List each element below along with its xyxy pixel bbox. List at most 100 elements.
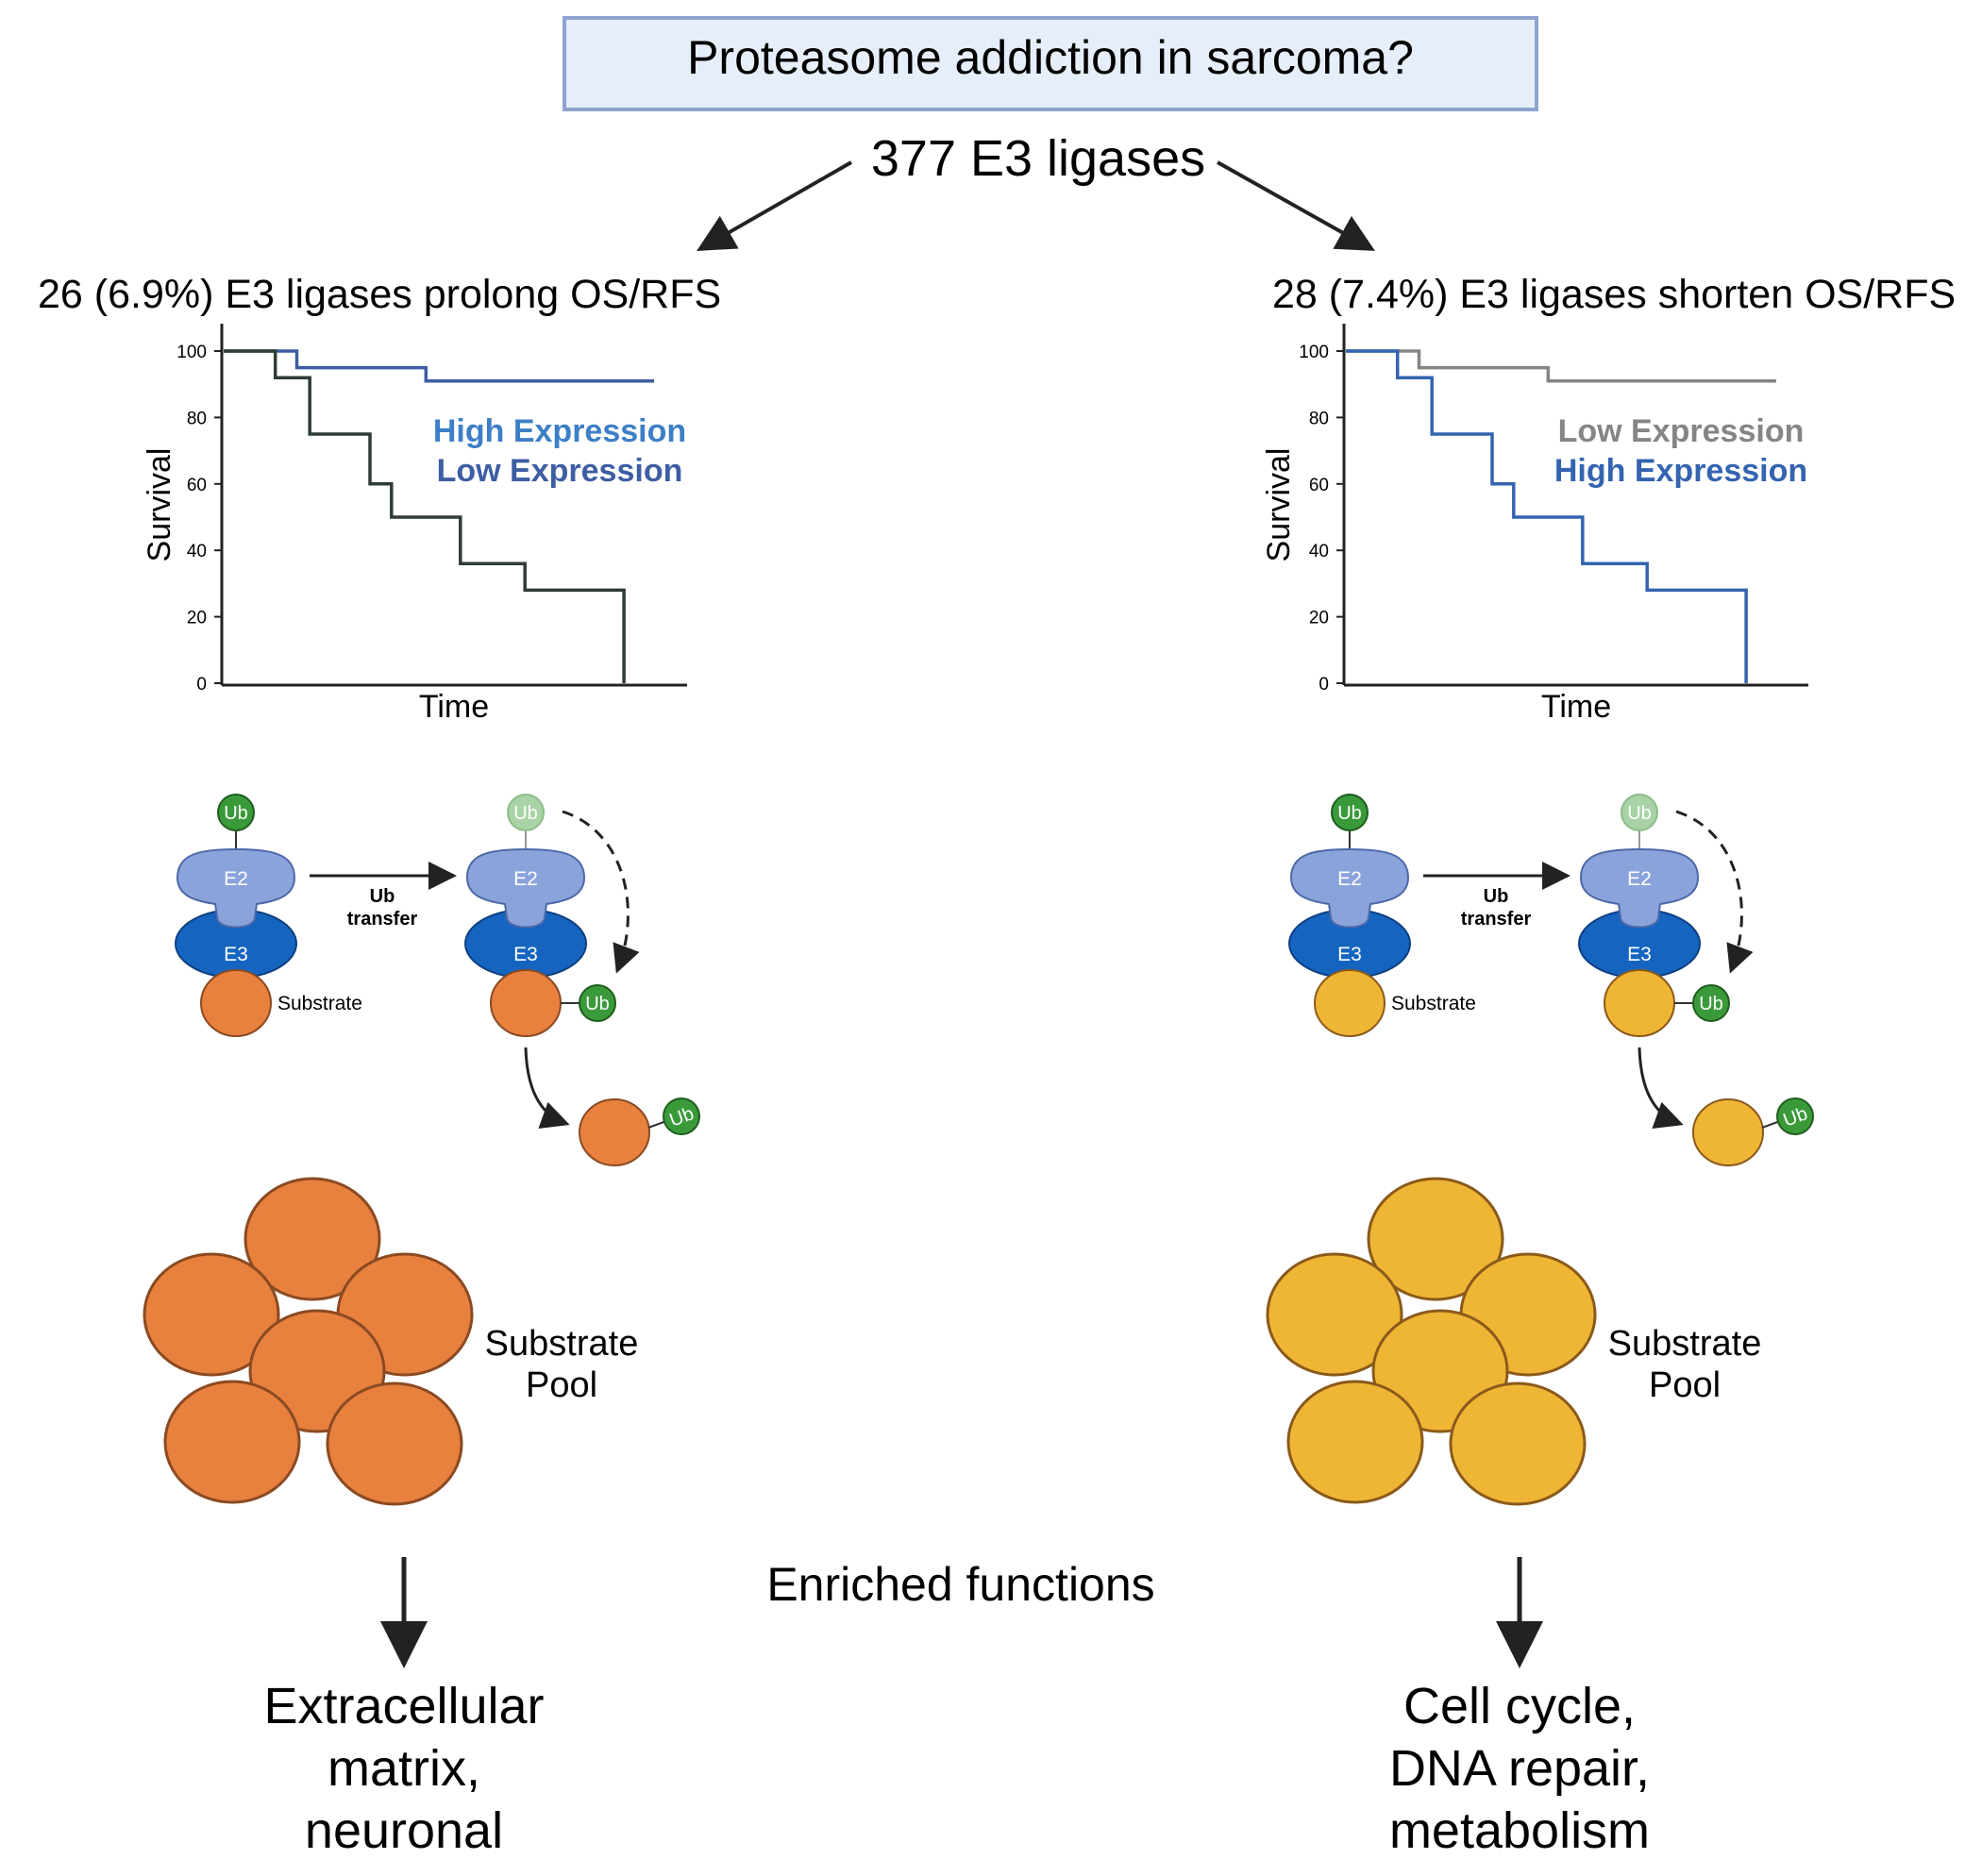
root-label: 377 E3 ligases <box>871 130 1205 187</box>
transfer-label-line1: Ub <box>370 886 395 907</box>
y-tick-label: 100 <box>1299 343 1329 362</box>
ub-label: Ub <box>224 803 248 824</box>
left-complex-before: Ub E2 E3 Substrate <box>175 794 362 1037</box>
right-outcome-line2: DNA repair, <box>1389 1740 1650 1797</box>
left-outcome-line2: matrix, <box>328 1740 480 1797</box>
y-tick-label: 60 <box>187 476 207 495</box>
substrate-shape <box>1604 969 1675 1037</box>
right-outcome-line3: metabolism <box>1389 1802 1650 1859</box>
title-box <box>563 16 1538 111</box>
ub-label: Ub <box>1337 803 1362 824</box>
e2-label: E2 <box>224 868 248 890</box>
y-tick-label: 60 <box>1309 476 1329 495</box>
pool-substrate <box>1286 1380 1424 1504</box>
e2-enzyme-shape <box>1289 847 1410 929</box>
y-tick-label: 40 <box>1309 542 1329 561</box>
ub-faded-icon <box>507 794 545 831</box>
right-complex-before: Ub E2 E3 Substrate <box>1288 794 1476 1037</box>
right-pool-label-line2: Pool <box>1649 1365 1721 1405</box>
left-panel-heading: 26 (6.9%) E3 ligases prolong OS/RFS <box>38 272 721 317</box>
survival-curve-low-expression <box>224 349 626 683</box>
right-y-axis-label: Survival <box>1261 448 1297 562</box>
ub-icon <box>579 984 616 1022</box>
enriched-functions-label: Enriched functions <box>766 1558 1154 1611</box>
pool-substrate <box>1449 1382 1587 1506</box>
right-substrate-pool <box>1266 1177 1597 1506</box>
right-series-group <box>1346 349 1776 683</box>
e3-label: E3 <box>1627 944 1652 965</box>
substrate-label: Substrate <box>1391 993 1476 1014</box>
e2-enzyme-shape <box>1579 847 1700 929</box>
y-tick-label: 80 <box>187 409 207 428</box>
release-arrow <box>1638 1047 1684 1130</box>
e3-label: E3 <box>513 944 538 965</box>
left-pool-label-line2: Pool <box>526 1365 597 1405</box>
left-legend-low: Low Expression <box>437 453 683 489</box>
right-outcome-line1: Cell cycle, <box>1403 1678 1636 1734</box>
transfer-label-line2: transfer <box>347 909 418 930</box>
substrate-shape <box>490 969 562 1037</box>
released-substrate-shape <box>1692 1098 1764 1166</box>
ub-icon <box>1776 1097 1814 1135</box>
left-branch-arrow <box>697 160 852 251</box>
transfer-label-line2: transfer <box>1461 909 1532 930</box>
y-tick-label: 0 <box>1319 675 1329 695</box>
substrate-shape <box>200 969 272 1037</box>
substrate-shape <box>1314 969 1386 1037</box>
e3-label: E3 <box>1337 944 1362 965</box>
right-panel-heading: 28 (7.4%) E3 ligases shorten OS/RFS <box>1272 272 1956 317</box>
e2-label: E2 <box>1337 868 1362 890</box>
y-tick-label: 0 <box>196 675 207 695</box>
transfer-label-line1: Ub <box>1484 886 1509 907</box>
e3-label: E3 <box>224 944 248 965</box>
ub-linker <box>647 1120 667 1129</box>
title-text: Proteasome addiction in sarcoma? <box>687 31 1414 84</box>
e2-enzyme-shape <box>176 847 296 929</box>
ub-faded-icon <box>1621 794 1658 831</box>
release-arrow <box>524 1047 570 1130</box>
y-tick-label: 20 <box>187 609 207 628</box>
left-outcome-line1: Extracellular <box>263 1678 544 1734</box>
right-x-axis-label: Time <box>1541 689 1611 725</box>
survival-curve-high-expression <box>224 349 654 383</box>
ub-faded-label: Ub <box>1627 803 1652 824</box>
ub-dashed-transfer-arrow <box>1675 810 1754 974</box>
e2-enzyme-shape <box>465 847 586 929</box>
e2-label: E2 <box>1627 868 1652 890</box>
pool-substrate <box>163 1380 301 1504</box>
pool-substrate <box>244 1177 381 1301</box>
pool-substrate <box>1367 1177 1504 1301</box>
right-branch-arrow <box>1217 160 1375 251</box>
released-substrate-shape <box>579 1098 650 1166</box>
left-substrate-pool <box>143 1177 474 1506</box>
left-pool-label-line1: Substrate <box>485 1324 639 1364</box>
right-pool-label-line1: Substrate <box>1608 1324 1762 1364</box>
ub-label: Ub <box>1699 994 1723 1014</box>
left-legend-high: High Expression <box>433 413 686 449</box>
y-tick-label: 80 <box>1309 409 1329 428</box>
ub-icon <box>663 1097 700 1135</box>
pool-substrate <box>326 1382 463 1506</box>
left-outcome-line3: neuronal <box>305 1802 503 1859</box>
ub-icon <box>1692 984 1730 1022</box>
pool-substrate <box>1266 1252 1403 1377</box>
ub-icon <box>217 794 255 831</box>
right-y-ticks: 0 20 40 60 80 100 <box>1299 343 1344 695</box>
left-series-group <box>224 349 654 683</box>
left-ubiquitination-mechanism: Ub E2 E3 Substrate Ub transfer Ub E2 E3 … <box>175 794 700 1166</box>
right-ubiquitination-mechanism: Ub E2 E3 Substrate Ub transfer Ub E2 E3 … <box>1288 794 1814 1166</box>
ub-faded-label: Ub <box>513 803 538 824</box>
left-complex-after: Ub E2 E3 Ub <box>464 794 616 1037</box>
right-complex-after: Ub E2 E3 Ub <box>1578 794 1730 1037</box>
e2-label: E2 <box>513 868 538 890</box>
survival-curve-high-expression <box>1346 349 1748 683</box>
y-tick-label: 20 <box>1309 609 1329 628</box>
left-x-axis-label: Time <box>419 689 489 725</box>
pool-substrate <box>143 1252 280 1377</box>
substrate-label: Substrate <box>277 993 362 1014</box>
survival-curve-low-expression <box>1346 349 1776 383</box>
